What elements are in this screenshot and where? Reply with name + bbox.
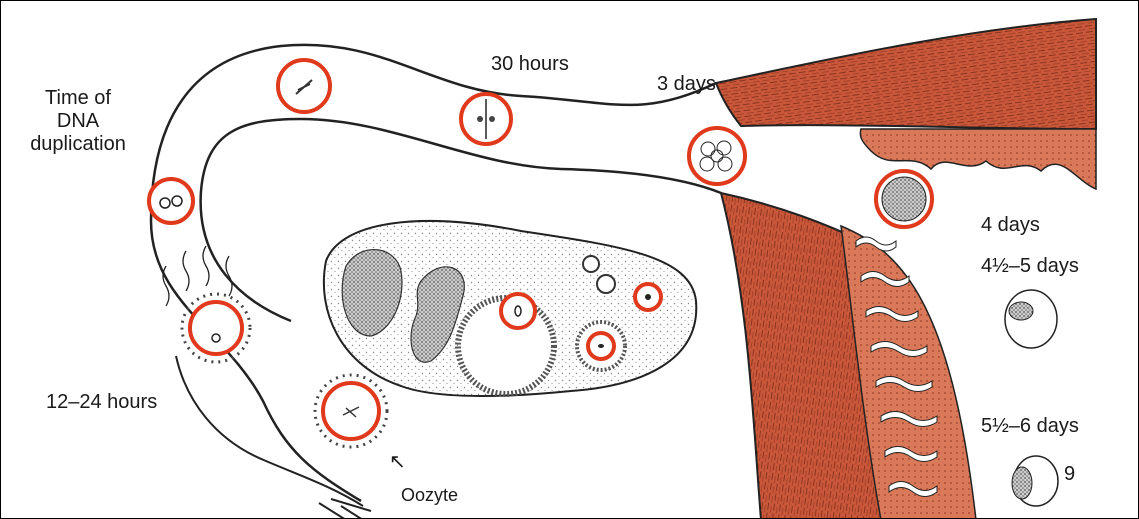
stage-ring-pronuclei xyxy=(149,179,193,223)
four-half-5-days-label: 4½–5 days xyxy=(981,255,1079,278)
stage-ring-two-cell xyxy=(461,94,511,144)
nine-label: 9 xyxy=(1064,463,1075,486)
fimbriae xyxy=(319,499,371,519)
sperm-cells xyxy=(163,246,232,306)
uterine-wall-upper xyxy=(716,19,1096,129)
pointer-arrow-icon: ↖ xyxy=(389,451,406,474)
small-follicle xyxy=(583,256,599,272)
dna-label-line: duplication xyxy=(4,133,152,156)
stage-ring-zygote-spindle xyxy=(278,60,330,112)
twelve-24-hours-label: 12–24 hours xyxy=(46,391,157,414)
stage-ring-oozyte xyxy=(315,375,387,447)
four-days-label: 4 days xyxy=(981,214,1040,237)
stage-ring-late-morula xyxy=(876,171,932,227)
blastocyst-implanting xyxy=(1012,456,1058,506)
three-days-label: 3 days xyxy=(657,73,716,96)
time-of-dna-duplication-label: Time of DNA duplication xyxy=(4,87,152,156)
five-half-6-days-label: 5½–6 days xyxy=(981,415,1079,438)
oozyte-label: Oozyte xyxy=(401,485,458,506)
stage-ring-follicle xyxy=(635,284,661,310)
dna-label-line: DNA xyxy=(4,110,152,133)
blastocyst-free xyxy=(1005,290,1057,348)
stage-ring-morula xyxy=(689,128,745,184)
stage-ring-follicle xyxy=(588,333,614,359)
dna-label-line: Time of xyxy=(4,87,152,110)
stage-ring-ovulation xyxy=(501,294,535,328)
stage-ring-fertilization xyxy=(182,294,250,362)
thirty-hours-label: 30 hours xyxy=(491,53,569,76)
small-follicle xyxy=(597,275,615,293)
